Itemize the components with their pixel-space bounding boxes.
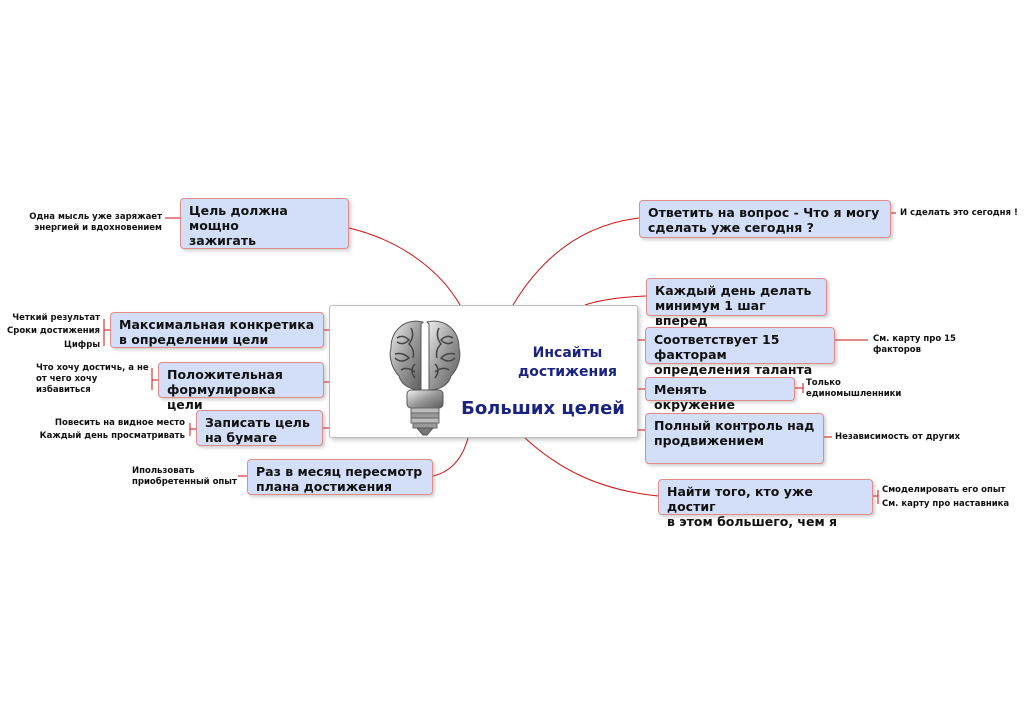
note-positive-wording: Что хочу достичь, а не от чего хочу изба… bbox=[36, 363, 149, 395]
central-subtitle: Больших целей bbox=[461, 398, 625, 419]
branch-talent-factors[interactable]: Соответствует 15 факторам определения та… bbox=[645, 327, 835, 377]
branch-positive-wording[interactable]: Положительная формулировка цели bbox=[158, 362, 324, 412]
branch-find-mentor[interactable]: Найти того, кто уже достиг в этом больше… bbox=[658, 479, 873, 529]
branch-goal-inspire[interactable]: Цель должна мощно зажигать bbox=[180, 198, 349, 249]
note-answer-question: И сделать это сегодня ! bbox=[900, 208, 1018, 218]
branch-change-environment[interactable]: Менять окружение bbox=[645, 377, 795, 412]
branch-max-specificity[interactable]: Максимальная конкретика в определении це… bbox=[110, 312, 324, 348]
note-specificity-1: Четкий результат bbox=[12, 313, 100, 323]
brain-bulb-icon bbox=[385, 314, 465, 443]
note-talent-factors: См. карту про 15 факторов bbox=[873, 334, 956, 355]
central-topic[interactable]: Инсайты достижения Больших целей bbox=[329, 305, 638, 438]
branch-write-on-paper[interactable]: Записать цель на бумаге bbox=[196, 410, 323, 446]
note-specificity-3: Цифры bbox=[63, 340, 100, 350]
note-goal-inspire: Одна мысль уже заряжает энергией и вдохн… bbox=[29, 212, 162, 233]
central-title: Инсайты достижения bbox=[517, 345, 618, 380]
note-change-environment: Только единомышленники bbox=[806, 378, 902, 399]
note-mentor-1: Смоделировать его опыт bbox=[882, 485, 1006, 495]
note-full-control: Независимость от других bbox=[835, 432, 961, 442]
note-write-2: Каждый день просматривать bbox=[39, 431, 185, 441]
branch-daily-step[interactable]: Каждый день делать минимум 1 шаг вперед bbox=[646, 278, 827, 328]
branch-answer-question[interactable]: Ответить на вопрос - Что я могу сделать … bbox=[639, 200, 891, 238]
branch-monthly-review[interactable]: Раз в месяц пересмотр плана достижения bbox=[247, 459, 433, 495]
note-specificity-2: Сроки достижения bbox=[7, 326, 100, 336]
note-write-1: Повесить на видное место bbox=[54, 418, 185, 428]
note-mentor-2: См. карту про наставника bbox=[882, 499, 1010, 509]
branch-full-control[interactable]: Полный контроль над продвижением bbox=[645, 413, 824, 464]
note-monthly-review: Ипользовать приобретенный опыт bbox=[132, 466, 237, 487]
